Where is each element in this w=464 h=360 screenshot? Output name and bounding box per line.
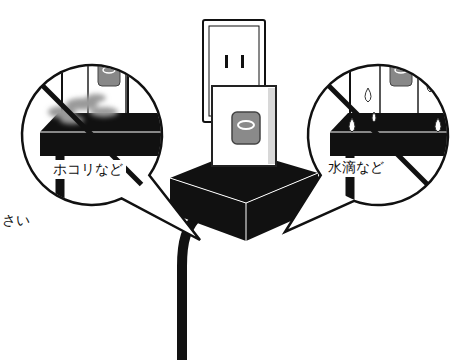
prohibition-slash	[43, 86, 142, 185]
callout-bubble: 水滴など	[308, 65, 448, 205]
bubble-outline	[22, 65, 162, 205]
water-scene	[330, 30, 450, 220]
bubble-border	[285, 65, 448, 232]
adapter-box	[170, 150, 318, 360]
plug-body	[212, 86, 276, 166]
bubble-outline	[308, 65, 448, 205]
callout-text: 水滴など	[325, 158, 387, 177]
callout-bubble: ホコリなど	[22, 65, 162, 205]
callout-text: ホコリなど	[50, 160, 126, 179]
note-text: さい	[2, 212, 30, 229]
dust-scene	[40, 30, 165, 220]
bubble-border	[22, 65, 200, 240]
